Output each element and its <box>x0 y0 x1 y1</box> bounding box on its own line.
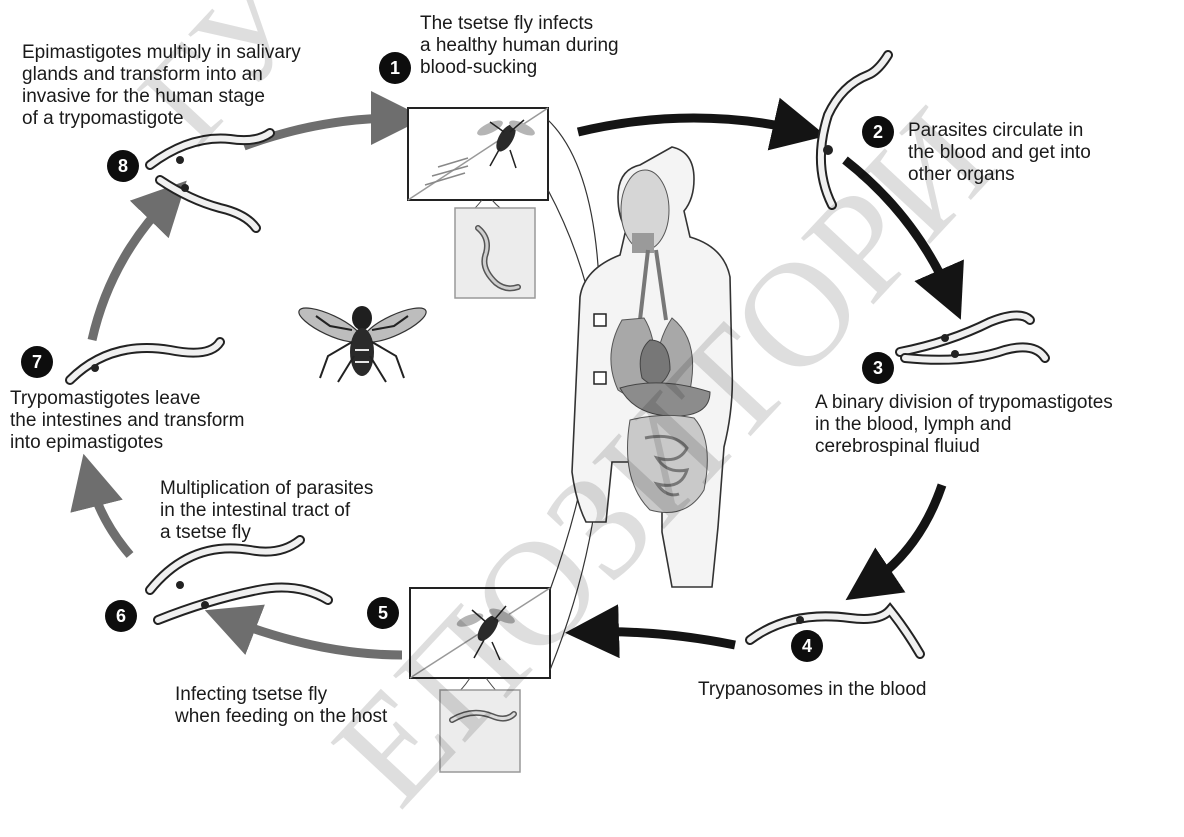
step-2-badge: 2 <box>862 116 894 148</box>
step-6-caption: Multiplication of parasites in the intes… <box>160 478 373 544</box>
parasite-4-trypanosome <box>750 610 920 654</box>
step-8-badge: 8 <box>107 150 139 182</box>
tsetse-fly-large-icon <box>295 302 430 382</box>
arrow-6-to-7 <box>90 480 130 555</box>
step-8-caption: Epimastigotes multiply in salivary gland… <box>22 42 301 130</box>
arrow-7-to-8 <box>92 200 168 340</box>
fly-cycle-arrows <box>90 118 402 655</box>
step-2-caption: Parasites circulate in the blood and get… <box>908 120 1091 186</box>
step-7-badge: 7 <box>21 346 53 378</box>
parasite-3-dividing <box>900 315 1045 359</box>
step-3-badge: 3 <box>862 352 894 384</box>
step-5-badge: 5 <box>367 597 399 629</box>
body-marker-top <box>594 314 606 326</box>
bite-inset-top <box>408 108 548 218</box>
step-3-caption: A binary division of trypomastigotes in … <box>815 392 1113 458</box>
step-7-caption: Trypomastigotes leave the intestines and… <box>10 388 244 454</box>
step-4-caption: Trypanosomes in the blood <box>698 679 926 701</box>
salivary-parasite-inset <box>455 208 535 298</box>
body-marker-bottom <box>594 372 606 384</box>
parasite-7-epimastigote <box>70 342 220 380</box>
step-6-badge: 6 <box>105 600 137 632</box>
step-4-badge: 4 <box>791 630 823 662</box>
step-5-caption: Infecting tsetse fly when feeding on the… <box>175 684 387 728</box>
arrow-1-to-2 <box>578 118 800 132</box>
step-1-caption: The tsetse fly infects a healthy human d… <box>420 13 619 79</box>
arrow-3-to-4 <box>868 485 942 585</box>
parasite-6-multiplying <box>150 540 328 620</box>
step-1-badge: 1 <box>379 52 411 84</box>
